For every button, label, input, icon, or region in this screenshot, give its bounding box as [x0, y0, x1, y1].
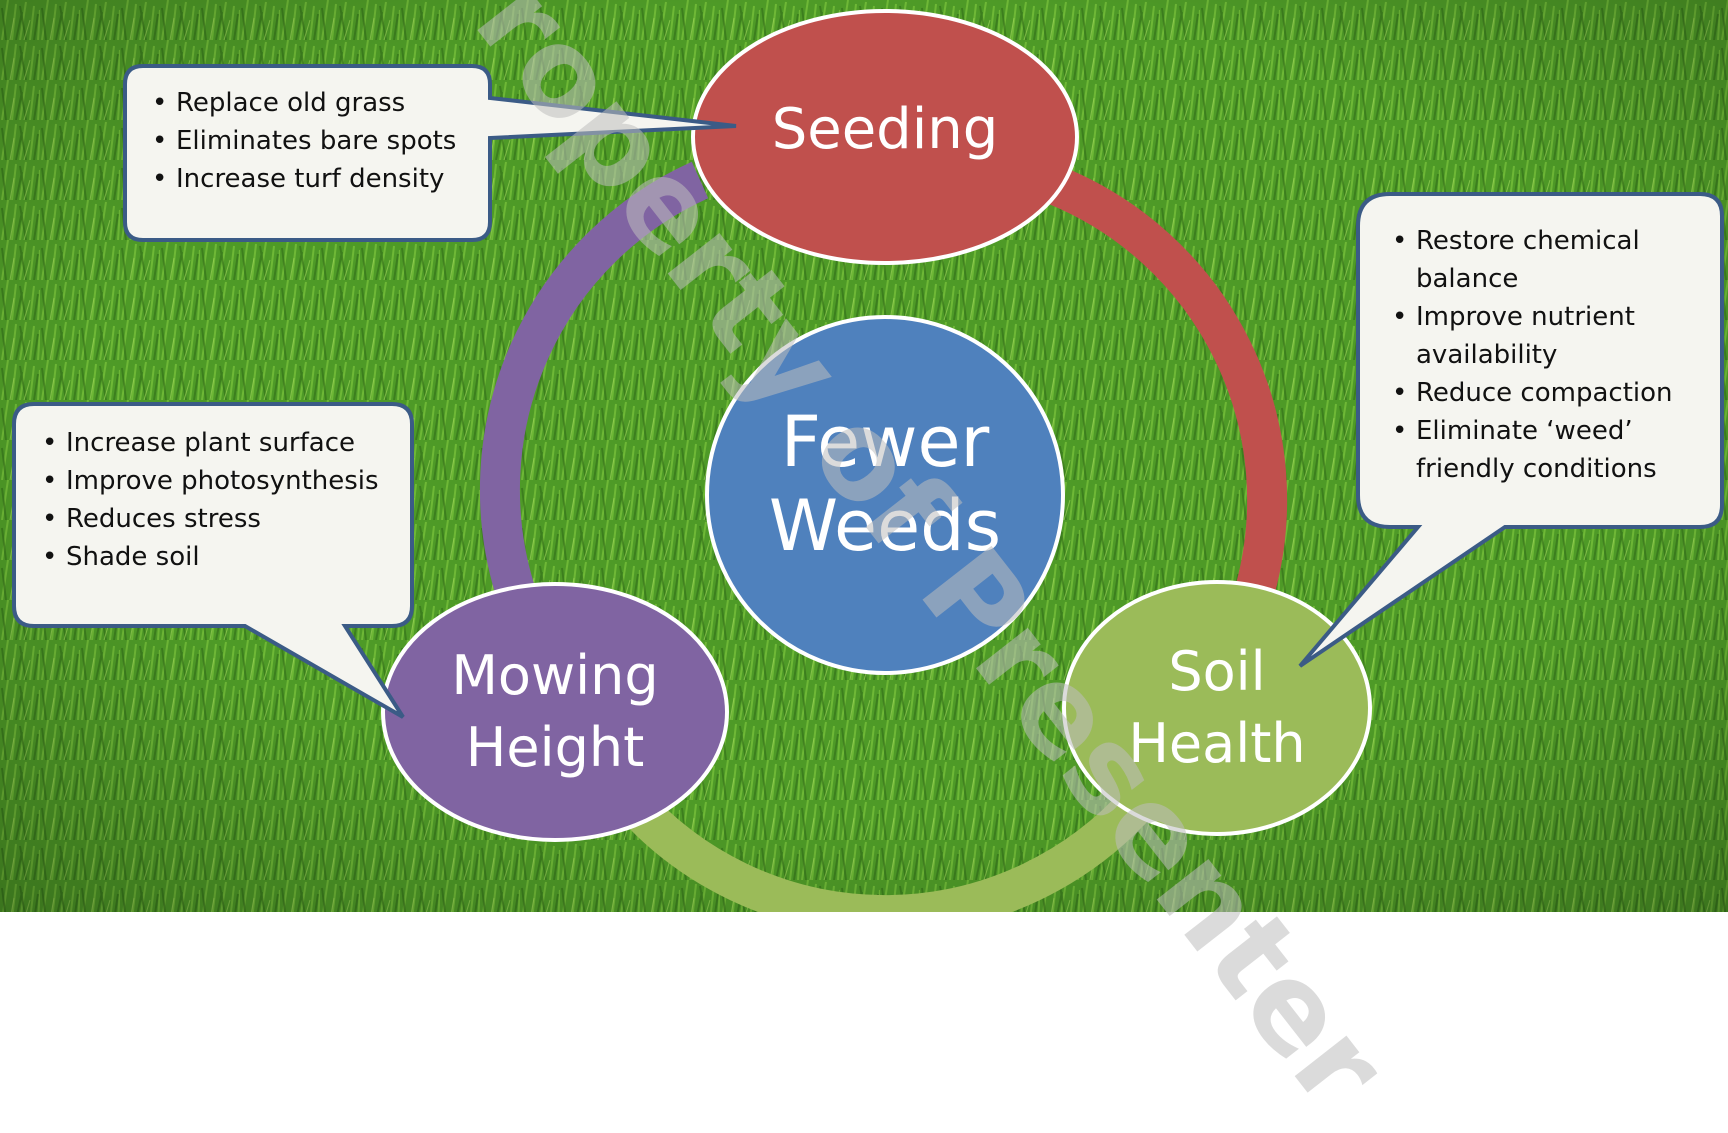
mowing-height-node	[381, 582, 729, 842]
list-item: Reduce compaction	[1390, 374, 1690, 412]
list-item: Increase plant surface	[40, 424, 400, 462]
seeding-label: Seeding	[771, 97, 999, 162]
list-item: Replace old grass	[150, 84, 480, 122]
list-item: Increase turf density	[150, 160, 480, 198]
ring-arc-red	[1047, 166, 1288, 596]
ring-arc-green	[615, 786, 1155, 912]
list-item: Eliminates bare spots	[150, 122, 480, 160]
mowing-height-label: Mowing Height	[451, 644, 659, 779]
list-item: Shade soil	[40, 538, 400, 576]
soil-health-label: Soil Health	[1128, 640, 1306, 775]
mowing-height-callout-list: Increase plant surface Improve photosynt…	[40, 424, 400, 576]
list-item: Restore chemical balance	[1390, 222, 1690, 298]
diagram-slide: Seeding Fewer Weeds Mowing Height Soil H…	[0, 0, 1728, 912]
list-item: Eliminate ‘weed’ friendly conditions	[1390, 412, 1690, 488]
seeding-callout-list: Replace old grass Eliminates bare spots …	[150, 84, 480, 198]
center-circle	[705, 315, 1065, 675]
list-item: Improve photosynthesis	[40, 462, 400, 500]
list-item: Reduces stress	[40, 500, 400, 538]
seeding-node	[691, 9, 1079, 265]
ring-arc-purple	[479, 161, 709, 596]
center-title: Fewer Weeds	[768, 401, 1002, 567]
soil-health-node	[1062, 580, 1372, 836]
list-item: Improve nutrient availability	[1390, 298, 1690, 374]
soil-health-callout-list: Restore chemical balance Improve nutrien…	[1390, 222, 1690, 488]
